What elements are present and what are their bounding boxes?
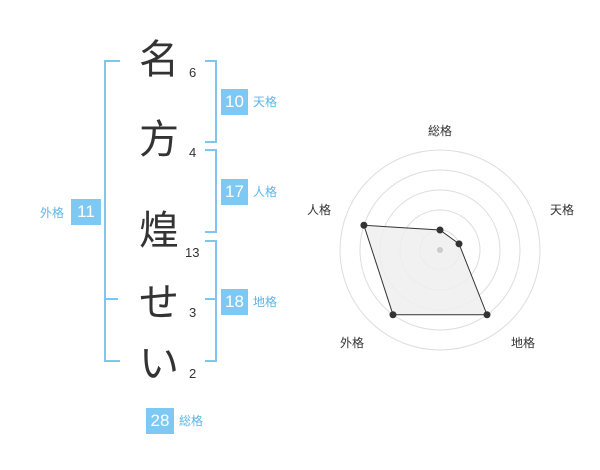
stroke-count-2: 4 <box>189 145 197 160</box>
name-char-1: 名 <box>139 37 179 83</box>
chikaku-bracket <box>205 240 217 362</box>
chikaku-label: 地格 <box>253 295 278 309</box>
radar-point-5 <box>360 221 368 229</box>
tenkaku-label: 天格 <box>253 95 278 109</box>
tenkaku-value: 10 <box>221 89 248 115</box>
jinkaku-value: 17 <box>221 179 248 205</box>
stroke-count-5: 2 <box>189 366 197 381</box>
chikaku-bracket-tick <box>205 298 215 300</box>
stroke-count-4: 3 <box>189 305 197 320</box>
radar-axis-label-gaikaku: 外格 <box>340 336 365 350</box>
radar-axis-label-soukaku: 総格 <box>428 124 453 138</box>
name-char-5: い <box>139 341 179 387</box>
radar-data-area <box>363 224 488 316</box>
jinkaku-label: 人格 <box>253 185 278 199</box>
gaikaku-bracket-tick <box>104 298 118 300</box>
name-char-2: 方 <box>139 117 179 163</box>
radar-axis-label-chikaku: 地格 <box>511 336 536 350</box>
radar-point-3 <box>483 311 491 319</box>
gaikaku-value: 11 <box>71 199 101 225</box>
radar-point-2 <box>455 240 463 248</box>
stroke-count-1: 6 <box>189 65 197 80</box>
radar-axis-label-tenkaku: 天格 <box>550 203 575 217</box>
chikaku-value: 18 <box>221 289 248 315</box>
stroke-count-3: 13 <box>185 245 200 260</box>
name-char-4: せ <box>139 280 179 326</box>
radar-point-4 <box>389 311 397 319</box>
name-char-3: 煌 <box>139 208 179 254</box>
gaikaku-label: 外格 <box>40 206 65 220</box>
radar-point-1 <box>436 226 444 234</box>
soukaku-value: 28 <box>146 408 174 434</box>
gaikaku-bracket <box>104 60 120 362</box>
radar-axis-label-jinkaku: 人格 <box>307 203 332 217</box>
radar-grid-ring-4 <box>359 169 521 331</box>
tenkaku-bracket <box>205 60 217 143</box>
radar-center-point <box>437 247 443 253</box>
radar-grid-ring-5 <box>339 149 541 351</box>
soukaku-label: 総格 <box>179 414 204 428</box>
jinkaku-bracket <box>205 149 217 233</box>
